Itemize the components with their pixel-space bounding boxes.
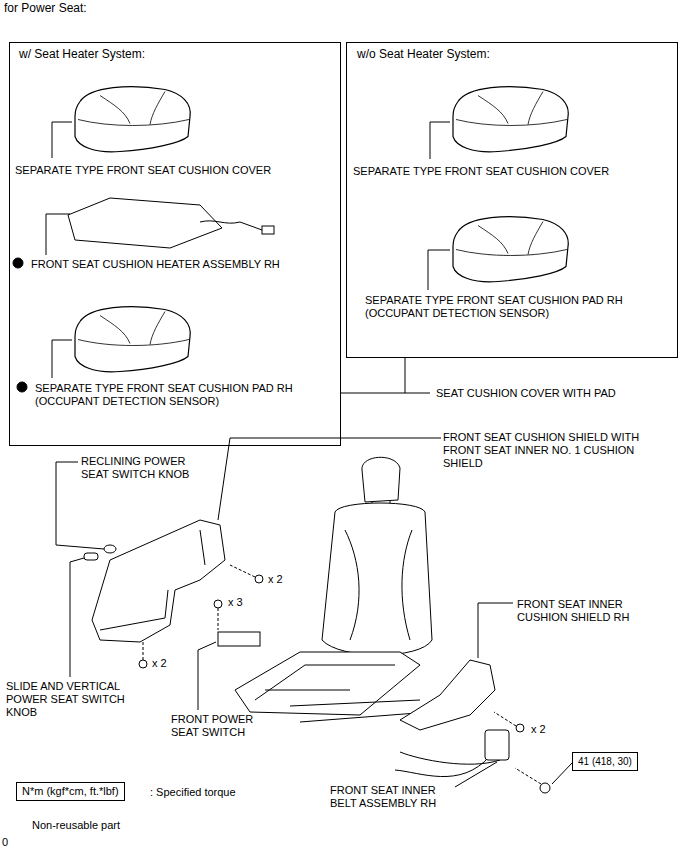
belt-wire <box>395 752 500 777</box>
part-name: SEPARATE TYPE FRONT SEAT CUSHION COVER <box>353 165 673 178</box>
box-heading: w/ Seat Heater System: <box>19 48 319 61</box>
bolt <box>540 783 550 793</box>
variant-box: w/o Seat Heater System: SEPARATE TYPE FRO… <box>346 42 678 358</box>
legend-entry: Non-reusable part <box>32 819 120 832</box>
cushion-shield-edge <box>100 530 205 630</box>
seatback <box>322 503 432 655</box>
bolt <box>214 600 222 608</box>
bracket-line <box>341 358 430 393</box>
variant-box: w/ Seat Heater System: SEPARATE TYPE FRON… <box>9 42 341 446</box>
power-seat-switch <box>218 632 260 646</box>
legend-text: Non-reusable part <box>32 819 120 831</box>
part-name: FRONT SEAT CUSHION SHIELD WITH FRONT SEA… <box>443 431 655 470</box>
heater-sheet <box>68 198 222 248</box>
part-name: SEPARATE TYPE FRONT SEAT CUSHION PAD RH … <box>365 294 627 320</box>
part-name: SLIDE AND VERTICAL POWER SEAT SWITCH KNO… <box>6 680 146 719</box>
heater-connector <box>262 226 274 234</box>
slide-knob <box>84 553 98 560</box>
non-reusable-dot <box>17 382 27 392</box>
cushion-pad <box>453 217 568 282</box>
seat-rail <box>255 665 430 722</box>
part-name: FRONT SEAT INNER BELT ASSEMBLY RH <box>330 784 460 810</box>
leader-line <box>56 438 572 787</box>
bolt <box>139 660 147 668</box>
non-reusable-dot <box>13 258 23 268</box>
box-heading: w/o Seat Heater System: <box>357 48 657 61</box>
legend-entry: : Specified torque <box>150 786 236 799</box>
reclining-knob <box>104 545 116 553</box>
seatback-seam <box>345 530 412 640</box>
headrest <box>362 457 400 502</box>
dashed-line <box>143 565 541 784</box>
seat-frame <box>235 652 420 715</box>
figure-id: 0 <box>2 836 22 849</box>
heater-wire <box>200 221 262 230</box>
quantity: x 2 <box>152 657 182 670</box>
cushion-pad <box>75 307 190 372</box>
torque-box: 41 (418, 30) <box>572 752 638 771</box>
quantity: x 3 <box>228 596 258 609</box>
title: for Power Seat: <box>4 2 87 15</box>
group-label: SEAT CUSHION COVER WITH PAD <box>436 387 666 400</box>
torque-value: N*m (kgf*cm, ft.*lbf) <box>17 783 124 800</box>
quantity: x 2 <box>268 573 298 586</box>
torque-box: N*m (kgf*cm, ft.*lbf) <box>16 782 125 801</box>
belt-buckle <box>485 730 509 760</box>
part-name: RECLINING POWER SEAT SWITCH KNOB <box>81 455 209 481</box>
cushion-cover <box>453 87 568 152</box>
cushion-cover <box>75 87 190 152</box>
bolt <box>516 724 524 732</box>
part-name: SEPARATE TYPE FRONT SEAT CUSHION COVER <box>15 164 335 177</box>
part-name: FRONT POWER SEAT SWITCH <box>171 713 271 739</box>
part-name: FRONT SEAT CUSHION HEATER ASSEMBLY RH <box>31 258 331 271</box>
legend-text: : Specified torque <box>150 786 236 798</box>
quantity: x 2 <box>531 723 561 736</box>
part-name: FRONT SEAT INNER CUSHION SHIELD RH <box>517 598 652 624</box>
part-name: SEPARATE TYPE FRONT SEAT CUSHION PAD RH … <box>35 382 297 408</box>
torque-value: 41 (418, 30) <box>573 753 637 770</box>
leader-line <box>46 122 450 378</box>
bolt <box>255 575 263 583</box>
cushion-shield <box>92 520 225 642</box>
inner-cushion-shield <box>400 660 495 730</box>
